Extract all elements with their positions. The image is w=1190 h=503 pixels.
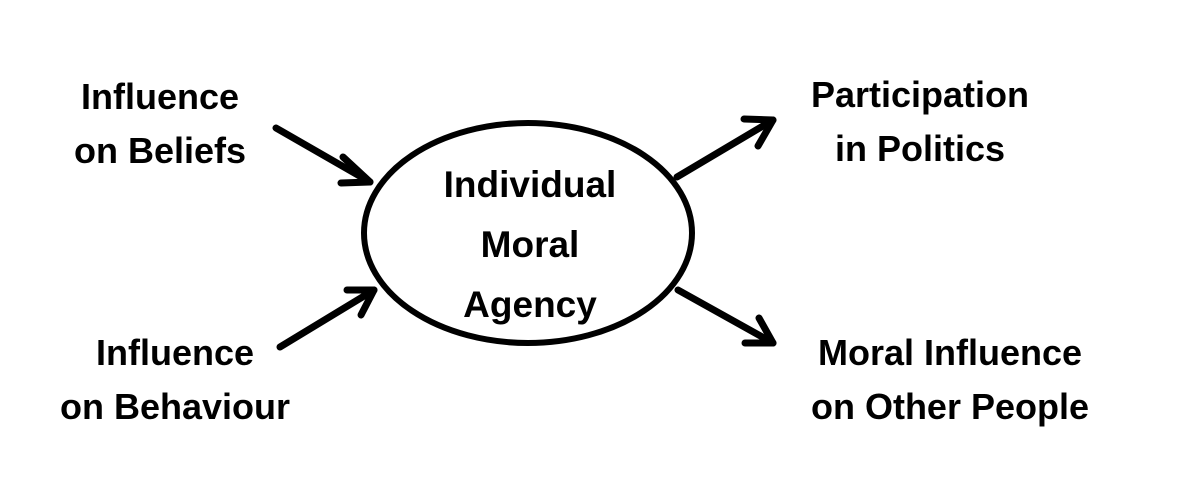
label-line: Participation	[810, 74, 1030, 115]
arrow-agency-to-politics	[673, 115, 777, 181]
arrow-beliefs-to-agency	[272, 124, 374, 187]
label-line: on Behaviour	[59, 386, 291, 427]
center-node-label: Individual Moral Agency	[400, 155, 660, 335]
center-node-ellipse	[361, 120, 695, 346]
input-label-beliefs: Influence on Beliefs	[40, 70, 280, 178]
label-line: Moral Influence	[817, 332, 1083, 373]
label-line: Moral	[480, 224, 580, 265]
output-label-other-people: Moral Influence on Other People	[780, 326, 1120, 434]
label-line: Influence	[95, 332, 255, 373]
arrow-behaviour-to-agency	[276, 286, 378, 351]
arrow-agency-to-other-people	[674, 286, 777, 347]
output-label-politics: Participation in Politics	[780, 68, 1060, 176]
label-line: Individual	[443, 164, 617, 205]
label-line: Agency	[463, 284, 597, 325]
label-line: in Politics	[834, 128, 1006, 169]
label-line: on Other People	[810, 386, 1090, 427]
input-label-behaviour: Influence on Behaviour	[30, 326, 320, 434]
label-line: Influence	[80, 76, 240, 117]
label-line: on Beliefs	[73, 130, 247, 171]
